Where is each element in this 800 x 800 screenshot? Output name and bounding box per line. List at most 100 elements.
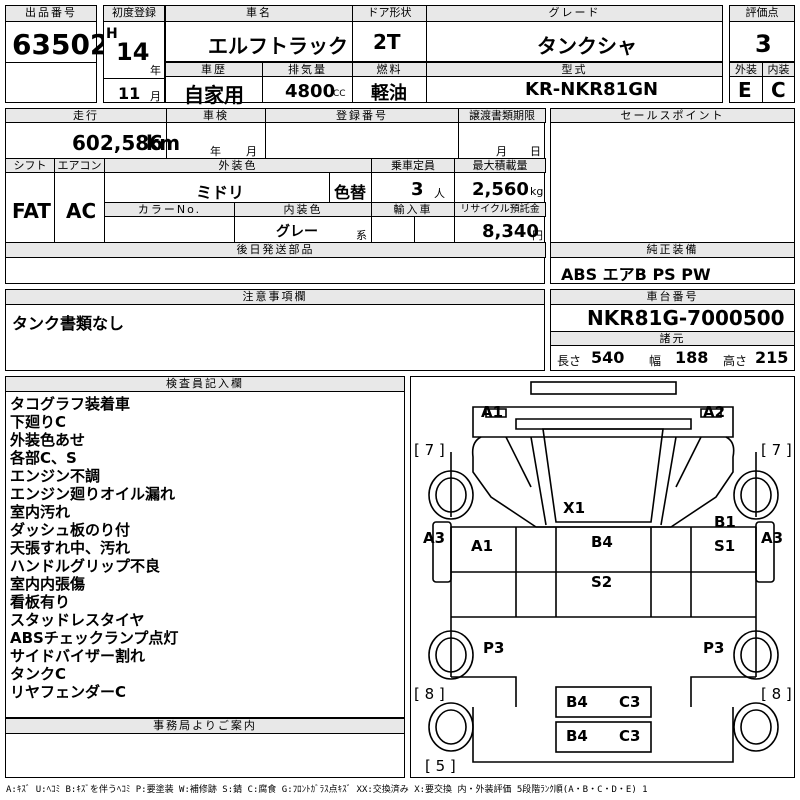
interior-color-label: 内装色	[234, 202, 372, 217]
mark-a1-side: A1	[471, 537, 494, 555]
spec-grid: 走行 車検 登録番号 譲渡書類期限 602,586 km 年 月 月 日 シフト…	[5, 108, 546, 284]
mark-a2-front: A2	[703, 403, 726, 421]
width: 188	[675, 348, 709, 367]
height: 215	[755, 348, 789, 367]
transfer-month-unit: 月	[496, 145, 507, 158]
car-name: エルフトラック	[208, 34, 348, 58]
exterior-color: ミドリ	[196, 183, 245, 202]
height-label: 高さ	[723, 354, 748, 368]
inspector-note-line: ダッシュ板のり付	[10, 521, 131, 539]
mark-8-left: [ 8 ]	[414, 685, 445, 703]
car-name-cell: 車名 エルフトラック	[165, 5, 353, 62]
caution-text: タンク書類なし	[12, 314, 125, 333]
year-unit: 年	[150, 64, 161, 77]
interior-label: 内装	[762, 62, 795, 77]
exterior-grade: E	[738, 78, 752, 102]
inspection-label: 車検	[166, 108, 266, 123]
reg-no-label: 登録番号	[265, 108, 459, 123]
inspector-note-line: タンクC	[10, 665, 67, 683]
reg-month: 11	[118, 84, 141, 103]
equipment-label: 純正装備	[550, 242, 795, 258]
history-label: 車歴	[165, 62, 263, 77]
color-no-label: カラーNo.	[104, 202, 235, 217]
office-cell: 事務局よりご案内	[5, 718, 405, 778]
width-label: 幅	[649, 354, 662, 368]
mark-s1: S1	[714, 537, 736, 555]
exterior-cell: 外装 E	[729, 62, 763, 103]
mark-x1: X1	[563, 499, 586, 517]
inspector-note-line: サイドバイザー割れ	[10, 647, 146, 665]
legend: A:ｷｽﾞ U:ﾍｺﾐ B:ｷｽﾞを伴うﾍｺﾐ P:要塗装 W:補修跡 S:錆 …	[6, 785, 648, 795]
grade-cell: グレード タンクシャ	[426, 5, 723, 62]
mark-7-left: [ 7 ]	[414, 441, 445, 459]
mark-a1-front: A1	[481, 403, 504, 421]
chassis-label: 車台番号	[550, 289, 795, 305]
inspector-note-line: ABSチェックランプ点灯	[10, 629, 179, 647]
shift: FAT	[12, 199, 51, 223]
inspector-note-line: 天張すれ中、汚れ	[10, 539, 131, 557]
spec-label: 諸元	[550, 331, 795, 346]
fuel: 軽油	[371, 83, 407, 104]
capacity: 3	[411, 179, 424, 200]
mark-5-rear: [ 5 ]	[425, 757, 456, 775]
chassis-number: NKR81G-7000500	[587, 306, 785, 330]
mark-b4-mid: B4	[591, 533, 613, 551]
max-load: 2,560	[472, 179, 529, 200]
later-parts-label: 後日発送部品	[5, 242, 546, 258]
model-cell: 型式 KR-NKR81GN	[426, 62, 723, 103]
mark-c3-rear1: C3	[619, 693, 641, 711]
exterior-label: 外装	[729, 62, 763, 77]
capacity-unit: 人	[434, 187, 445, 200]
first-registration-cell: 初度登録 H 14 年 11 月	[103, 5, 165, 103]
shift-label: シフト	[5, 158, 55, 173]
sales-point-cell: セールスポイント 純正装備 ABS エアB PS PW	[550, 108, 795, 284]
score: 3	[755, 30, 772, 58]
fuel-cell: 燃料 軽油	[352, 62, 427, 104]
displacement: 4800	[285, 81, 336, 102]
interior-color-unit: 系	[356, 229, 367, 242]
length-label: 長さ	[557, 354, 582, 368]
interior-color: グレー	[276, 224, 318, 240]
caution-cell: 注意事項欄 タンク書類なし	[5, 289, 545, 371]
model: KR-NKR81GN	[525, 79, 659, 100]
caution-label: 注意事項欄	[5, 289, 545, 305]
office-label: 事務局よりご案内	[5, 718, 405, 734]
inspector-note-line: 下廻りC	[10, 413, 67, 431]
first-reg-label: 初度登録	[103, 5, 165, 22]
sales-label: セールスポイント	[550, 108, 795, 123]
displacement-cell: 排気量 4800 CC	[262, 62, 353, 103]
inspector-note-line: リヤフェンダーC	[10, 683, 127, 701]
inspector-note-line: エンジン不調	[10, 467, 101, 485]
era: H	[106, 26, 118, 42]
model-label: 型式	[426, 62, 723, 77]
import-label: 輸入車	[371, 202, 455, 217]
inspection-month-unit: 月	[246, 145, 257, 158]
door-cell: ドア形状 2T	[352, 5, 427, 62]
length: 540	[591, 348, 625, 367]
history-cell: 車歴 自家用	[165, 62, 263, 107]
mileage-label: 走行	[5, 108, 167, 123]
grade: タンクシャ	[537, 34, 637, 58]
inspector-note-line: 各部C、S	[10, 449, 77, 467]
capacity-label: 乗車定員	[371, 158, 455, 173]
recycle-label: リサイクル預託金	[454, 202, 546, 217]
score-cell: 評価点 3	[729, 5, 795, 62]
inspector-note-line: エンジン廻りオイル漏れ	[10, 485, 176, 503]
load-label: 最大積載量	[454, 158, 546, 173]
mark-a3-left: A3	[423, 529, 446, 547]
air-conditioner: AC	[66, 199, 97, 223]
ac-label: エアコン	[54, 158, 105, 173]
lot-cell: 出品番号 63502	[5, 5, 109, 103]
mark-8-right: [ 8 ]	[761, 685, 792, 703]
car-name-label: 車名	[165, 5, 353, 22]
recycle-fee: 8,340	[482, 221, 539, 242]
mark-7-right: [ 7 ]	[761, 441, 792, 459]
reg-year: 14	[116, 38, 150, 66]
door-label: ドア形状	[352, 5, 427, 22]
recycle-unit: 円	[532, 229, 543, 242]
inspector-note-line: ハンドルグリップ不良	[10, 557, 161, 575]
displacement-unit: CC	[333, 89, 346, 99]
load-unit: kg	[530, 185, 544, 198]
